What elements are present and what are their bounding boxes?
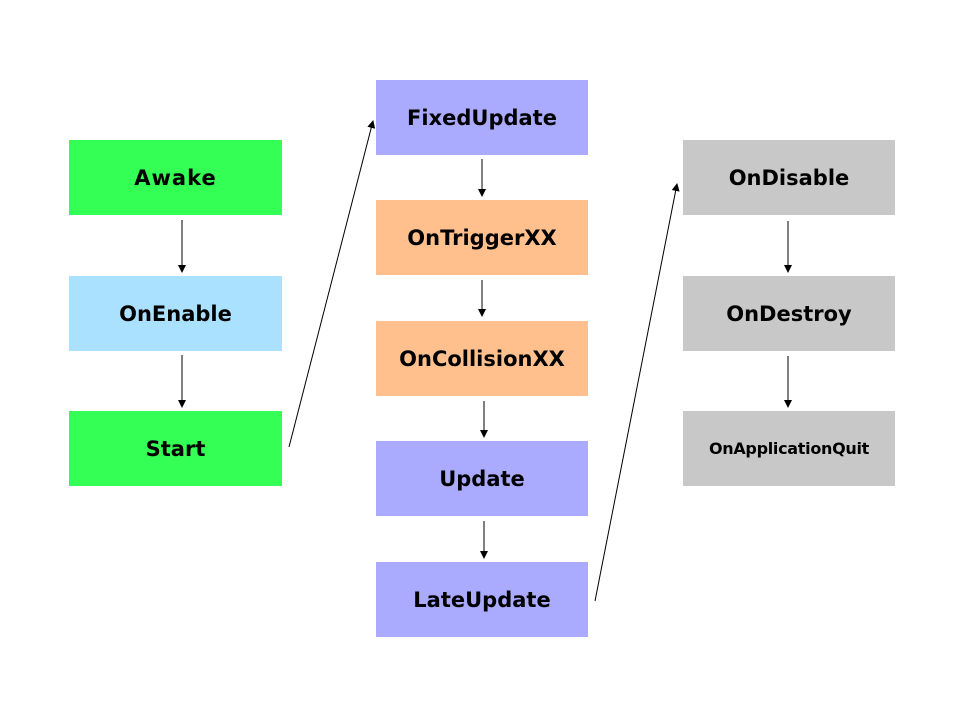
node-on-destroy: OnDestroy: [683, 276, 895, 351]
node-on-collision-label: OnCollisionXX: [399, 346, 565, 371]
node-on-enable-label: OnEnable: [119, 301, 232, 326]
node-update-label: Update: [439, 466, 525, 491]
node-late-update-label: LateUpdate: [413, 587, 551, 612]
node-on-disable-label: OnDisable: [728, 165, 850, 190]
node-start-label: Start: [145, 436, 206, 461]
node-start: Start: [69, 411, 282, 486]
node-fixed-update: FixedUpdate: [376, 80, 588, 155]
arrow-start-to-fixedupdate: [288, 120, 376, 448]
node-fixed-update-label: FixedUpdate: [407, 105, 557, 130]
node-on-application-quit: OnApplicationQuit: [683, 411, 895, 486]
node-on-enable: OnEnable: [69, 276, 282, 351]
node-on-trigger-label: OnTriggerXX: [407, 225, 557, 250]
node-on-trigger: OnTriggerXX: [376, 200, 588, 275]
arrow-lateupdate-to-ondisable: [594, 183, 680, 602]
node-late-update: LateUpdate: [376, 562, 588, 637]
node-awake-label: Awake: [134, 165, 217, 190]
node-on-application-quit-label: OnApplicationQuit: [708, 439, 870, 458]
node-awake: Awake: [69, 140, 282, 215]
node-on-collision: OnCollisionXX: [376, 321, 588, 396]
node-on-destroy-label: OnDestroy: [726, 301, 852, 326]
node-on-disable: OnDisable: [683, 140, 895, 215]
node-update: Update: [376, 441, 588, 516]
